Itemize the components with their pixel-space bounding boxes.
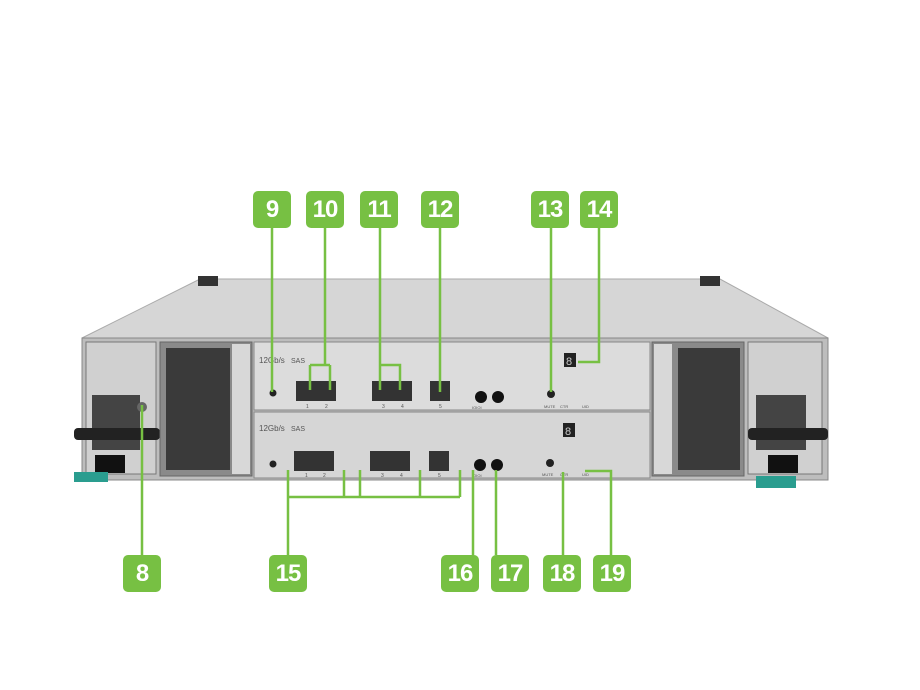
console-port[interactable] [474,459,486,471]
svg-text:SAS: SAS [291,358,305,365]
callout-9: 9 [253,191,291,228]
svg-text:2: 2 [325,404,328,410]
mute-button[interactable] [547,390,555,398]
svg-text:IOIOI: IOIOI [472,405,482,410]
svg-text:1: 1 [306,404,309,410]
reset-button[interactable] [269,460,277,468]
console-port[interactable] [475,391,487,403]
callout-10: 10 [306,191,344,228]
callout-lines [140,227,613,555]
svg-text:MUTE: MUTE [544,404,556,409]
rack-ear-right [700,276,720,286]
callout-11: 11 [360,191,398,228]
psu-left [74,341,160,482]
callout-17: 17 [491,555,529,592]
svg-text:4: 4 [400,473,403,479]
callout-8: 8 [123,555,161,592]
svg-text:5: 5 [438,473,441,479]
callout-12: 12 [421,191,459,228]
callout-19: 19 [593,555,631,592]
rack-ear-left [198,276,218,286]
fan-module-right [651,341,745,477]
svg-text:UID: UID [582,472,589,477]
chassis-top [81,278,829,339]
svg-text:3: 3 [382,404,385,410]
svg-text:4: 4 [401,404,404,410]
callout-13: 13 [531,191,569,228]
controller-a: 12Gb/s SAS 1 2 3 4 5 IOIOI MUTE CTR UID … [253,341,651,411]
mute-button[interactable] [546,459,554,467]
svg-text:MUTE: MUTE [542,472,554,477]
svg-text:3: 3 [381,473,384,479]
svg-text:8: 8 [566,356,572,368]
svg-text:CTR: CTR [560,404,568,409]
callout-15: 15 [269,555,307,592]
svg-text:8: 8 [565,426,571,438]
svg-text:IOIOI: IOIOI [472,473,482,478]
status-display [564,353,576,367]
callout-16: 16 [441,555,479,592]
ethernet-port[interactable] [491,459,503,471]
controller-b: 12Gb/s SAS 1 2 3 4 5 IOIOI MUTE CTR UID … [253,411,651,479]
svg-text:1: 1 [305,473,308,479]
status-display [563,423,575,437]
svg-text:5: 5 [439,404,442,410]
svg-text:UID: UID [582,404,589,409]
ethernet-port[interactable] [492,391,504,403]
svg-text:SAS: SAS [291,426,305,433]
psu-right [747,341,828,488]
svg-text:12Gb/s: 12Gb/s [259,424,285,433]
svg-text:2: 2 [323,473,326,479]
fan-module-left [159,341,253,477]
callout-18: 18 [543,555,581,592]
callout-14: 14 [580,191,618,228]
